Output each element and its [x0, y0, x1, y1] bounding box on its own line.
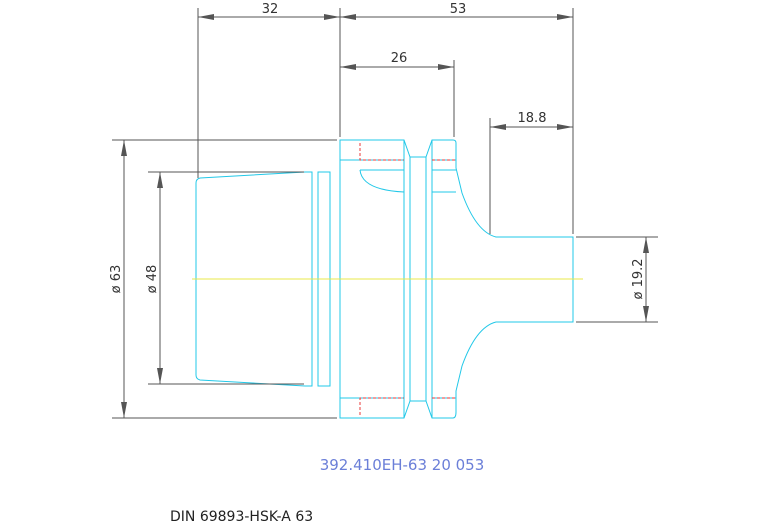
- dimension-53: 53: [340, 2, 573, 20]
- dimension-32: 32: [198, 2, 340, 20]
- standard-label: DIN 69893-HSK-A 63: [170, 509, 313, 523]
- dimension-18-8-label: 18.8: [518, 111, 547, 126]
- dimension-dia-63: ø 63: [109, 140, 127, 418]
- part-number: 392.410EH-63 20 053: [320, 456, 485, 474]
- extension-lines: [112, 8, 658, 419]
- dimension-dia-48-label: ø 48: [145, 265, 160, 294]
- dimension-dia-63-label: ø 63: [109, 265, 124, 294]
- part-outline: [195, 139, 574, 419]
- hidden-lines: [359, 143, 456, 415]
- dimension-53-label: 53: [450, 2, 467, 17]
- dimension-dia-19-2-label: ø 19.2: [631, 258, 646, 299]
- dimension-32-label: 32: [262, 2, 279, 17]
- dimension-dia-48: ø 48: [145, 172, 163, 384]
- dimension-18-8: 18.8: [490, 111, 573, 130]
- dimension-26: 26: [340, 51, 454, 70]
- dimension-26-label: 26: [391, 51, 408, 66]
- dimension-dia-19-2: ø 19.2: [631, 237, 649, 322]
